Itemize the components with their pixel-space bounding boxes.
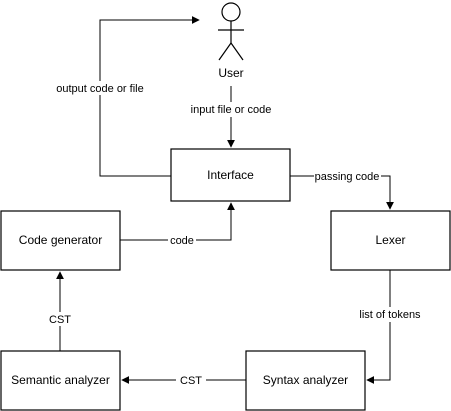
edge-label-cst-2: CST <box>49 314 71 326</box>
lexer-label: Lexer <box>375 233 405 247</box>
edge-label-output-code-or-file: output code or file <box>56 83 143 95</box>
edge-label-code: code <box>170 235 194 247</box>
interface-node[interactable] <box>170 148 291 202</box>
user-label: User <box>218 66 243 80</box>
semantic-analyzer-node[interactable] <box>0 350 121 411</box>
syntax-analyzer-node[interactable] <box>245 350 366 411</box>
edge-lexer-to-syntax <box>366 270 391 384</box>
semantic-analyzer-label: Semantic analyzer <box>11 373 110 387</box>
code-generator-label: Code generator <box>19 233 102 247</box>
code-generator-node[interactable] <box>0 210 121 271</box>
interface-label: Interface <box>207 168 254 182</box>
syntax-analyzer-label: Syntax analyzer <box>263 373 348 387</box>
edge-label-input-file-or-code: input file or code <box>191 104 272 116</box>
lexer-node[interactable] <box>330 210 451 271</box>
edge-label-cst-1: CST <box>180 375 202 387</box>
edge-interface-to-user <box>99 16 200 177</box>
user-actor-icon[interactable] <box>218 2 244 61</box>
edge-label-list-of-tokens: list of tokens <box>359 309 421 321</box>
edge-label-passing-code: passing code <box>315 171 380 183</box>
edge-codegen-to-interface <box>120 202 235 241</box>
